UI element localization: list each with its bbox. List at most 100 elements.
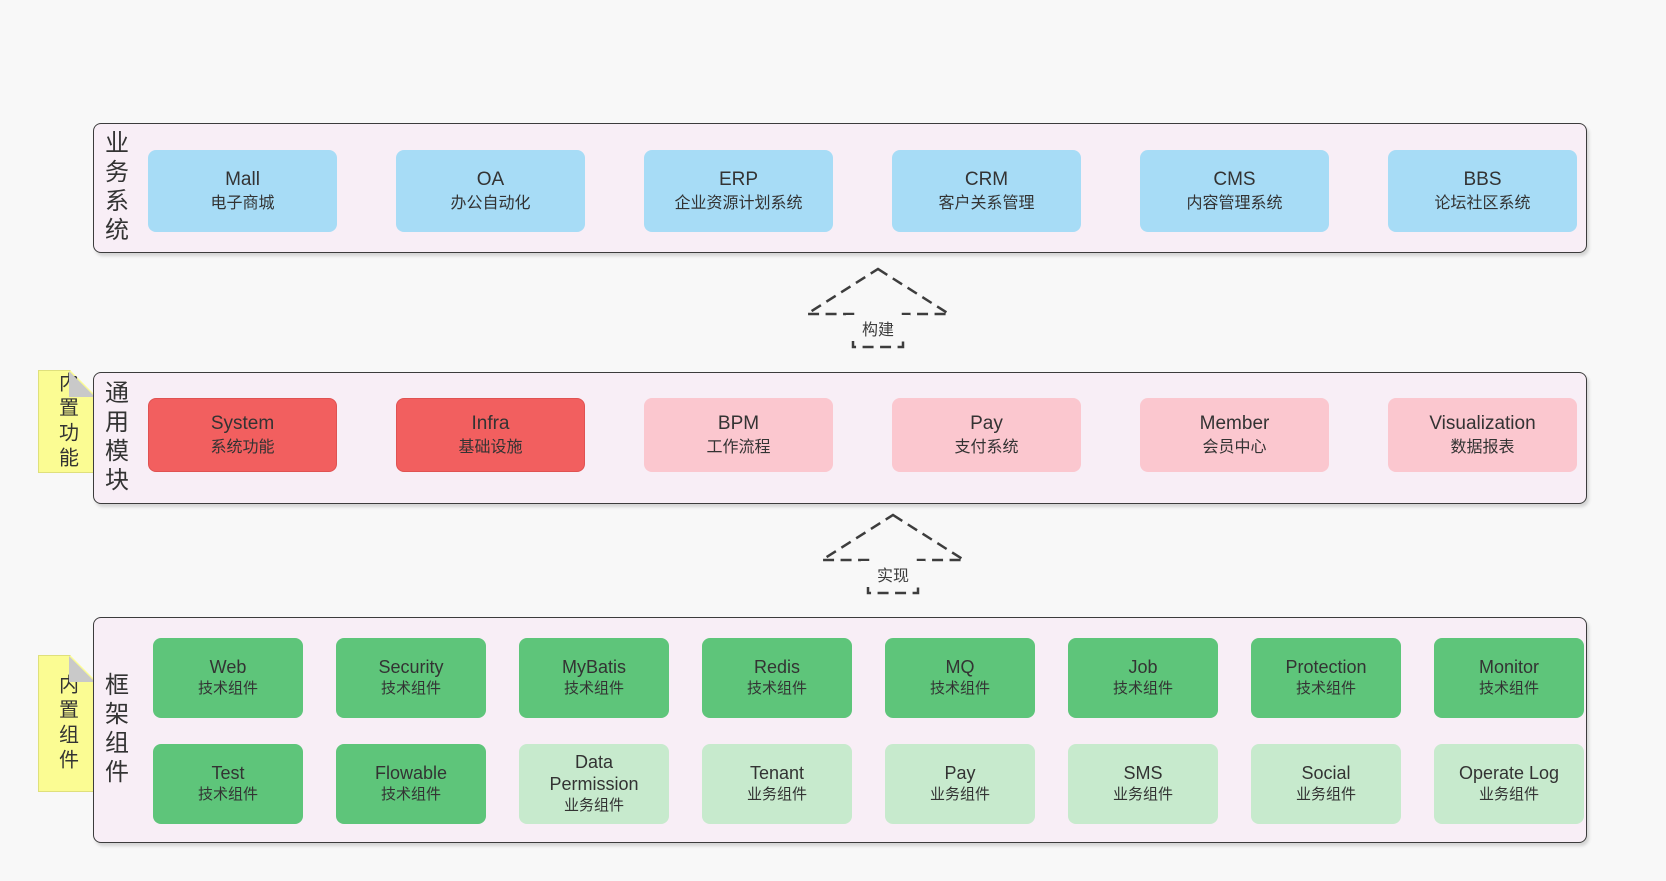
arrow-build-label: 构建 [846,315,910,341]
box-mall: Mall 电子商城 [148,150,337,232]
box-data-permission: Data Permission 业务组件 [519,744,669,824]
band-business-systems-label-text: 业务系统 [100,130,128,246]
box-web: Web 技术组件 [153,638,303,718]
box-crm: CRM 客户关系管理 [892,150,1081,232]
band-business-systems [93,123,1587,253]
box-crm-desc: 客户关系管理 [938,195,1035,213]
band-common-modules [93,372,1587,504]
box-sms-desc: 业务组件 [1112,786,1173,804]
band-business-systems-label: 业务系统 [99,123,129,253]
box-tenant-desc: 业务组件 [746,786,807,804]
box-test: Test 技术组件 [153,744,303,824]
box-job: Job 技术组件 [1068,638,1218,718]
box-job-desc: 技术组件 [1112,680,1173,698]
band-common-modules-label-text: 通用模块 [100,380,128,496]
box-pay-module: Pay 支付系统 [892,398,1081,472]
box-pay-component: Pay 业务组件 [885,744,1035,824]
box-protection: Protection 技术组件 [1251,638,1401,718]
box-pay-module-name: Pay [970,412,1003,434]
box-data-permission-desc: 业务组件 [563,797,624,815]
box-member-desc: 会员中心 [1202,439,1267,457]
band-common-modules-label: 通用模块 [99,372,129,504]
box-bpm-name: BPM [717,412,760,434]
box-mq-name: MQ [945,656,975,677]
box-infra: Infra 基础设施 [396,398,585,472]
box-monitor-desc: 技术组件 [1478,680,1539,698]
box-operate-log-desc: 业务组件 [1478,786,1539,804]
box-flowable: Flowable 技术组件 [336,744,486,824]
box-protection-desc: 技术组件 [1295,680,1356,698]
box-redis-desc: 技术组件 [746,680,807,698]
box-crm-name: CRM [964,168,1009,190]
box-erp: ERP 企业资源计划系统 [644,150,833,232]
box-infra-name: Infra [471,412,510,434]
box-infra-desc: 基础设施 [458,439,523,457]
box-test-name: Test [211,762,245,783]
box-sms-name: SMS [1123,762,1163,783]
up-arrow-icon [817,513,969,595]
box-cms: CMS 内容管理系统 [1140,150,1329,232]
box-bbs-name: BBS [1463,168,1502,190]
box-erp-desc: 企业资源计划系统 [674,195,803,213]
box-monitor: Monitor 技术组件 [1434,638,1584,718]
box-mybatis-name: MyBatis [561,656,626,677]
box-member: Member 会员中心 [1140,398,1329,472]
box-visualization-desc: 数据报表 [1450,439,1515,457]
box-bpm: BPM 工作流程 [644,398,833,472]
box-operate-log-name: Operate Log [1458,762,1560,783]
band-framework-components-label: 框架组件 [99,617,129,843]
box-visualization: Visualization 数据报表 [1388,398,1577,472]
box-flowable-desc: 技术组件 [380,786,441,804]
box-social-name: Social [1301,762,1351,783]
box-oa-name: OA [476,168,505,190]
box-data-permission-name: Data Permission [549,752,639,794]
box-erp-name: ERP [718,168,759,190]
band-framework-components-label-text: 框架组件 [100,672,128,788]
box-redis: Redis 技术组件 [702,638,852,718]
sticky-note-builtin-features: 内置功能 [38,370,96,473]
box-mybatis: MyBatis 技术组件 [519,638,669,718]
box-mq-desc: 技术组件 [929,680,990,698]
box-security: Security 技术组件 [336,638,486,718]
box-security-desc: 技术组件 [380,680,441,698]
box-tenant-name: Tenant [749,762,805,783]
box-flowable-name: Flowable [374,762,448,783]
box-mybatis-desc: 技术组件 [563,680,624,698]
box-mall-name: Mall [225,168,260,190]
box-social-desc: 业务组件 [1295,786,1356,804]
box-protection-name: Protection [1285,656,1367,677]
box-web-desc: 技术组件 [197,680,258,698]
box-system-desc: 系统功能 [210,439,275,457]
sticky-note-builtin-components: 内置组件 [38,655,96,792]
box-system-name: System [210,412,275,434]
box-pay-component-desc: 业务组件 [929,786,990,804]
box-cms-desc: 内容管理系统 [1186,195,1283,213]
box-redis-name: Redis [753,656,801,677]
box-mall-desc: 电子商城 [210,195,275,213]
box-bpm-desc: 工作流程 [706,439,771,457]
box-cms-name: CMS [1213,168,1256,190]
box-web-name: Web [209,656,247,677]
note-fold-corner-icon [69,656,95,682]
box-test-desc: 技术组件 [197,786,258,804]
arrow-implement-label: 实现 [861,561,925,587]
box-bbs-desc: 论坛社区系统 [1434,195,1531,213]
box-security-name: Security [378,656,444,677]
sticky-note-builtin-components-text: 内置组件 [55,673,78,774]
box-pay-component-name: Pay [944,762,976,783]
box-oa-desc: 办公自动化 [450,195,531,213]
box-tenant: Tenant 业务组件 [702,744,852,824]
box-member-name: Member [1199,412,1270,434]
box-job-name: Job [1128,656,1158,677]
box-bbs: BBS 论坛社区系统 [1388,150,1577,232]
box-social: Social 业务组件 [1251,744,1401,824]
box-sms: SMS 业务组件 [1068,744,1218,824]
box-operate-log: Operate Log 业务组件 [1434,744,1584,824]
box-visualization-name: Visualization [1429,412,1536,434]
box-monitor-name: Monitor [1478,656,1540,677]
box-system: System 系统功能 [148,398,337,472]
box-pay-module-desc: 支付系统 [954,439,1019,457]
box-oa: OA 办公自动化 [396,150,585,232]
box-mq: MQ 技术组件 [885,638,1035,718]
up-arrow-icon [802,267,954,349]
